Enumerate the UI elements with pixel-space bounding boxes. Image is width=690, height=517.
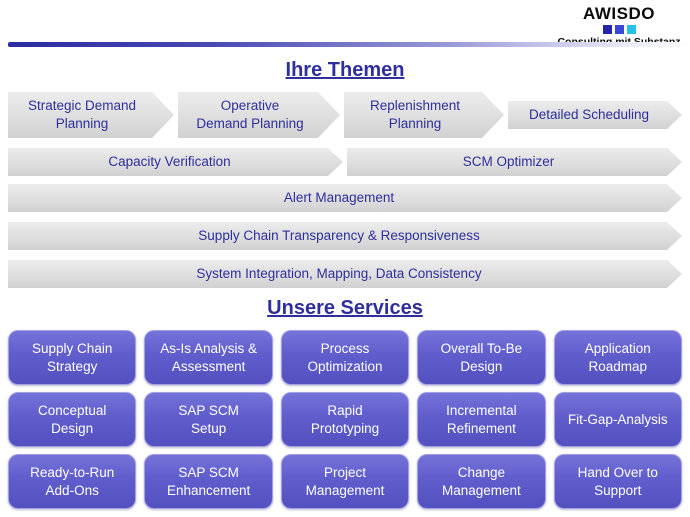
service-button-application-roadmap[interactable]: Application Roadmap (553, 330, 682, 385)
theme-arrow-label: Alert Management (283, 189, 395, 205)
theme-arrow-label: Capacity Verification (108, 153, 231, 169)
service-button-change-management[interactable]: Change Management (417, 454, 546, 509)
theme-arrow-replenishment-planning[interactable]: Replenishment Planning (344, 92, 504, 138)
logo-title: AWISDO (583, 4, 655, 23)
theme-arrow-system-integration[interactable]: System Integration, Mapping, Data Consis… (8, 260, 682, 288)
service-button-process-optimization[interactable]: Process Optimization (280, 330, 410, 385)
theme-arrow-label: Supply Chain Transparency & Responsivene… (198, 227, 480, 243)
service-button-hand-over-to-support[interactable]: Hand Over to Support (553, 454, 682, 509)
service-button-ready-to-run-add-ons[interactable]: Ready-to-Run Add-Ons (8, 454, 137, 509)
service-button-project-management[interactable]: Project Management (280, 454, 410, 509)
services-heading: Unsere Services (267, 297, 423, 319)
services-grid: Supply Chain Strategy As-Is Analysis & A… (8, 330, 682, 509)
logo-square-dark-blue-icon (602, 25, 612, 34)
theme-arrow-scm-optimizer[interactable]: SCM Optimizer (347, 148, 682, 176)
service-button-conceptual-design[interactable]: Conceptual Design (8, 392, 137, 447)
themes-arrows: Strategic Demand Planning Operative Dema… (8, 92, 682, 288)
logo-square-cyan-icon (626, 25, 636, 34)
service-button-sap-scm-setup[interactable]: SAP SCM Setup (144, 392, 273, 447)
theme-arrow-label: Strategic Demand Planning (27, 97, 137, 131)
service-button-as-is-analysis-assessment[interactable]: As-Is Analysis & Assessment (144, 330, 273, 385)
service-button-sap-scm-enhancement[interactable]: SAP SCM Enhancement (144, 454, 273, 509)
theme-arrow-label: Operative Demand Planning (196, 97, 304, 131)
theme-arrow-capacity-verification[interactable]: Capacity Verification (8, 148, 343, 176)
theme-arrow-strategic-demand-planning[interactable]: Strategic Demand Planning (8, 92, 174, 138)
theme-arrow-supply-chain-transparency[interactable]: Supply Chain Transparency & Responsivene… (8, 222, 682, 250)
service-button-supply-chain-strategy[interactable]: Supply Chain Strategy (8, 330, 137, 385)
themes-heading: Ihre Themen (285, 59, 405, 81)
service-button-rapid-prototyping[interactable]: Rapid Prototyping (280, 392, 410, 447)
theme-arrow-operative-demand-planning[interactable]: Operative Demand Planning (178, 92, 340, 138)
theme-arrow-label: System Integration, Mapping, Data Consis… (196, 265, 482, 281)
theme-arrow-label: Replenishment Planning (369, 97, 461, 131)
theme-arrow-detailed-scheduling[interactable]: Detailed Scheduling (508, 101, 682, 129)
service-button-fit-gap-analysis[interactable]: Fit-Gap-Analysis (553, 392, 682, 447)
service-button-overall-to-be-design[interactable]: Overall To-Be Design (417, 330, 546, 385)
theme-arrow-alert-management[interactable]: Alert Management (8, 184, 682, 212)
theme-arrow-label: Detailed Scheduling (528, 106, 650, 122)
logo-square-blue-icon (614, 25, 624, 34)
theme-arrow-label: SCM Optimizer (462, 153, 555, 169)
divider-line (8, 42, 690, 47)
service-button-incremental-refinement[interactable]: Incremental Refinement (417, 392, 546, 447)
logo-squares-icon (554, 25, 684, 34)
